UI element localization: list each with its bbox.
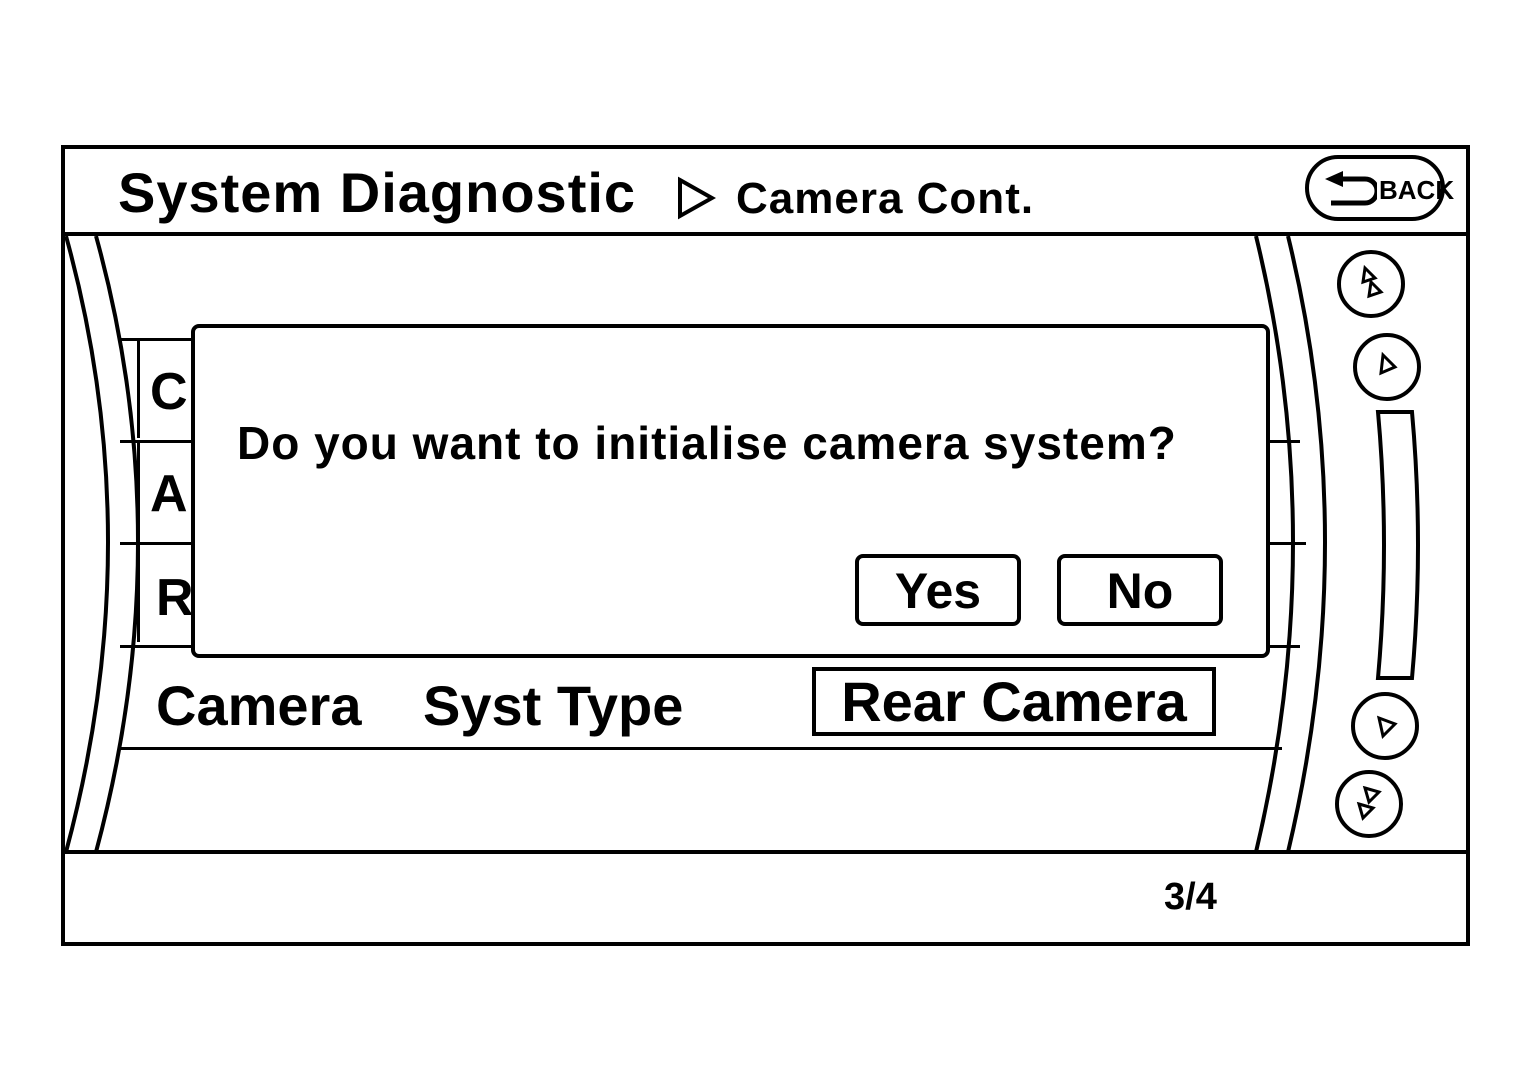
scroll-down-button[interactable] <box>1351 692 1419 760</box>
list-item[interactable] <box>137 440 200 540</box>
setting-label-camera: Camera <box>156 674 362 737</box>
list-item-label: R <box>156 569 194 627</box>
back-button-label: BACK <box>1379 175 1455 205</box>
yes-button[interactable]: Yes <box>855 554 1021 626</box>
footer-divider <box>61 850 1466 854</box>
no-button[interactable]: No <box>1057 554 1223 626</box>
return-arrow-icon <box>1325 171 1377 206</box>
page-subtitle: Camera Cont. <box>736 174 1035 223</box>
list-item[interactable] <box>137 338 200 438</box>
page-indicator: 3/4 <box>1164 876 1217 918</box>
list-item-label: C <box>150 363 188 421</box>
back-button[interactable]: BACK <box>1305 155 1454 221</box>
up-arrow-icon <box>1379 351 1398 376</box>
list-item[interactable] <box>137 542 200 642</box>
camera-system-type-value[interactable]: Rear Camera <box>812 667 1216 736</box>
setting-label-syst-type: Syst Type <box>423 674 684 737</box>
row-divider <box>120 338 200 341</box>
confirm-dialog: Do you want to initialise camera system?… <box>191 324 1270 658</box>
list-item-label: A <box>150 465 188 523</box>
double-down-arrow-icon <box>1356 785 1382 821</box>
header-divider <box>61 232 1466 236</box>
play-triangle-icon <box>678 176 716 220</box>
page-up-button[interactable] <box>1337 250 1405 318</box>
dialog-message: Do you want to initialise camera system? <box>237 417 1177 469</box>
double-up-arrow-icon <box>1361 264 1384 299</box>
row-divider <box>120 747 1282 750</box>
scroll-up-button[interactable] <box>1353 333 1421 401</box>
row-divider <box>120 542 200 545</box>
scrollbar[interactable] <box>1374 410 1422 680</box>
down-arrow-icon <box>1376 715 1398 739</box>
row-divider <box>1262 440 1300 443</box>
row-divider <box>120 440 200 443</box>
row-divider <box>1262 542 1306 545</box>
page-down-button[interactable] <box>1335 770 1403 838</box>
page-title: System Diagnostic <box>118 161 637 224</box>
